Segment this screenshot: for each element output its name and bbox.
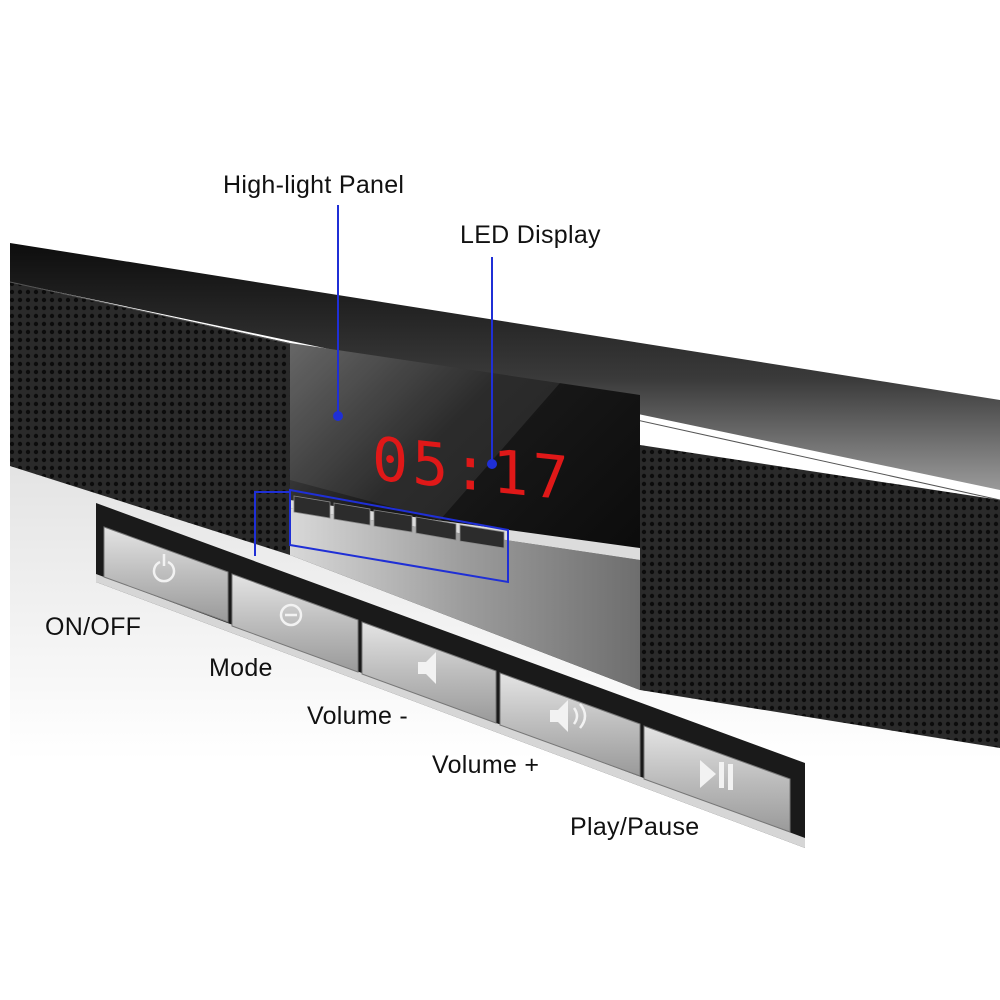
button-strip-edge bbox=[96, 574, 805, 848]
callout-led-display: LED Display bbox=[460, 221, 601, 249]
callout-mode: Mode bbox=[209, 654, 273, 682]
volume-up-icon bbox=[550, 700, 587, 732]
volume-up-button[interactable] bbox=[499, 672, 641, 777]
leader-lines bbox=[254, 205, 493, 556]
power-button[interactable] bbox=[103, 526, 229, 623]
volume-down-icon bbox=[418, 652, 436, 684]
touch-keys-highlight-box bbox=[289, 488, 509, 584]
callout-play-pause: Play/Pause bbox=[570, 813, 700, 841]
leader-dot-led bbox=[487, 459, 497, 469]
brushed-metal-strip bbox=[290, 508, 640, 690]
callout-on-off: ON/OFF bbox=[45, 613, 142, 641]
left-speaker-grille bbox=[10, 282, 290, 555]
soundbar-top-surface bbox=[10, 243, 1000, 490]
right-speaker-grille bbox=[640, 445, 1000, 748]
callout-volume-minus: Volume - bbox=[307, 702, 409, 730]
play-pause-icon bbox=[700, 760, 733, 790]
callout-volume-plus: Volume + bbox=[432, 751, 540, 779]
power-icon bbox=[152, 554, 176, 583]
callout-high-light-panel: High-light Panel bbox=[223, 171, 405, 199]
leader-dot-panel bbox=[333, 411, 343, 421]
leader-touch-keys bbox=[254, 491, 290, 556]
mode-icon bbox=[279, 603, 303, 627]
mode-button[interactable] bbox=[231, 573, 359, 673]
play-pause-button[interactable] bbox=[643, 725, 791, 833]
touch-keys bbox=[293, 495, 505, 549]
volume-down-button[interactable] bbox=[361, 621, 497, 724]
